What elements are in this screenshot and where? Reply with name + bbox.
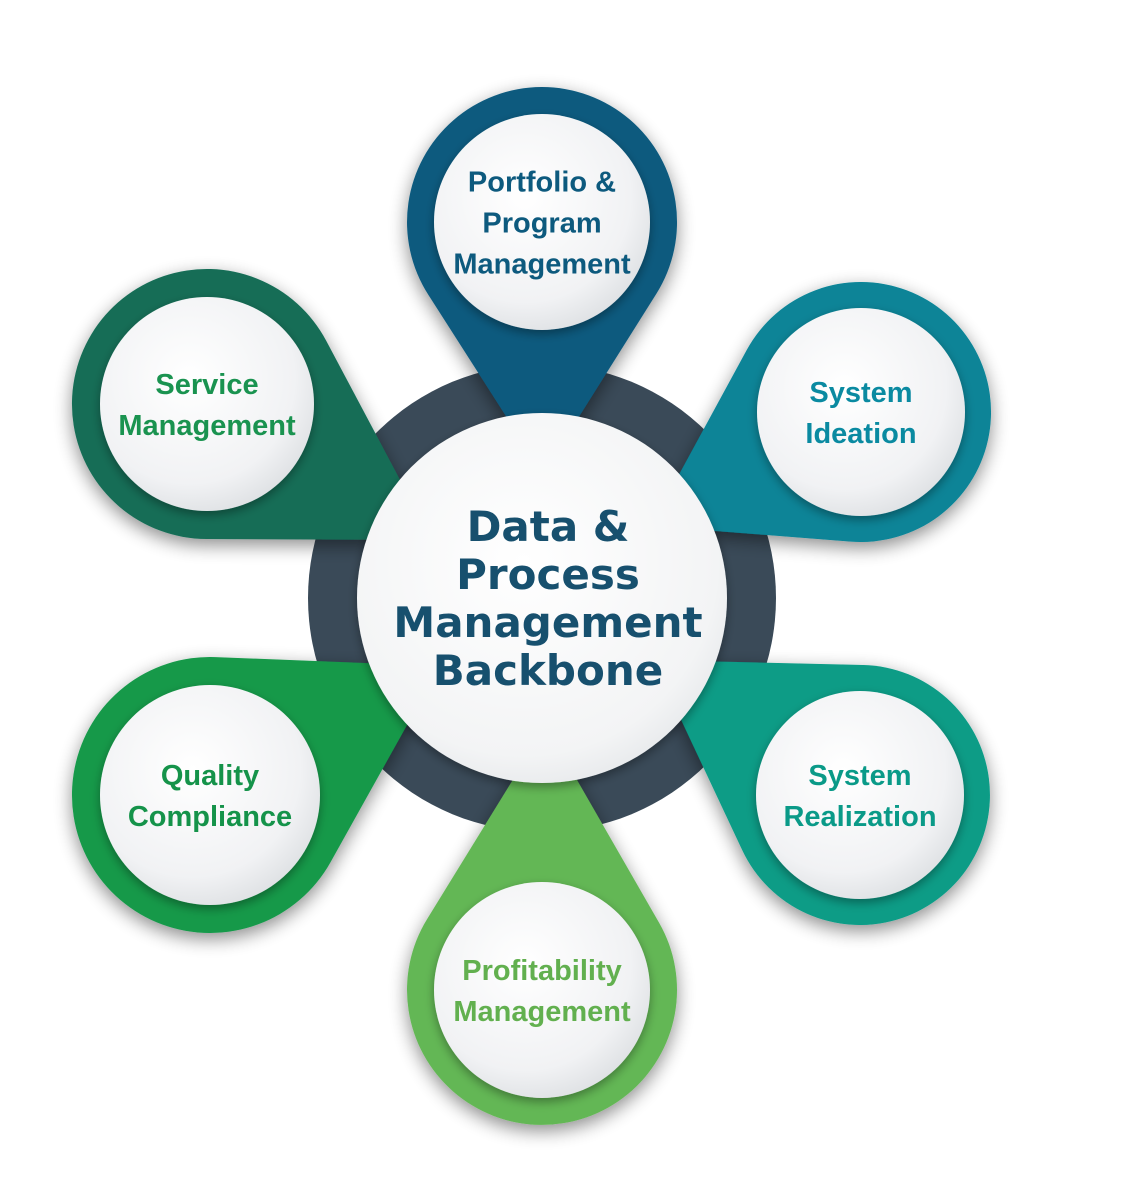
center-title-line: Process [456, 550, 640, 599]
petal-label-line: Management [453, 996, 631, 1028]
petal-label-line: Ideation [805, 418, 916, 450]
center-disc [357, 413, 727, 783]
petal-disc [434, 114, 650, 330]
petal-layer [71, 87, 992, 1125]
petal-label-line: Program [482, 207, 601, 239]
petal-label-line: Management [453, 248, 631, 280]
petal-disc [434, 882, 650, 1098]
petal-system-ideation [651, 281, 992, 542]
petal-label-line: System [808, 760, 911, 792]
petal-label-line: Profitability [462, 955, 622, 987]
center-title-line: Data & [467, 502, 630, 551]
center-title-line: Management [393, 598, 702, 647]
petal-disc [100, 685, 320, 905]
petal-label-line: Service [155, 369, 258, 401]
petal-quality-compliance [71, 656, 440, 933]
petal-label-line: Quality [161, 760, 259, 792]
petal-profitability-management [407, 726, 678, 1125]
petal-label-line: Management [118, 410, 296, 442]
petal-disc [757, 308, 965, 516]
petal-label-line: Portfolio & [468, 166, 616, 198]
center-title-line: Backbone [433, 646, 664, 695]
petal-disc [100, 297, 314, 511]
petal-service-management [71, 269, 433, 540]
petal-label-line: Realization [783, 801, 936, 833]
petal-portfolio-program-management [407, 87, 678, 474]
petal-label-line: System [809, 377, 912, 409]
petal-system-realization [653, 660, 990, 925]
petal-disc [756, 691, 964, 899]
petal-label-line: Compliance [128, 801, 292, 833]
